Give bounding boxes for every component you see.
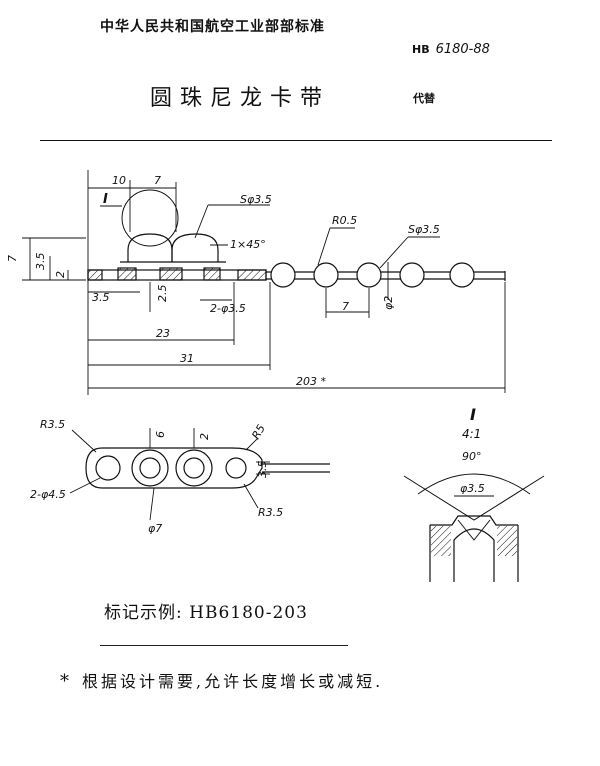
detail-ball: [453, 528, 495, 582]
bead-4: [399, 262, 425, 288]
dim-spacing-7: 7: [342, 300, 349, 313]
standard-code-number: 6180-88: [435, 42, 490, 57]
dim-7-left: 7: [6, 255, 19, 262]
strip-hatch-4: [237, 269, 267, 281]
boss-1: [127, 233, 173, 262]
dim-top-7: 7: [154, 174, 161, 187]
detail-outer: [429, 525, 519, 582]
strip-hatch-1: [117, 267, 137, 281]
detail-view: [403, 473, 545, 582]
holes-4-5-label: 2-φ4.5: [30, 488, 66, 501]
bead-3: [356, 262, 382, 288]
plan-hole-1: [95, 455, 121, 481]
detail-label: I: [470, 405, 476, 424]
dim-23: 23: [156, 327, 170, 340]
dim-31: 31: [180, 352, 194, 365]
radius-3-5-top: R3.5: [40, 418, 65, 431]
plan-boss-1-inner: [139, 457, 161, 479]
footnote: * 根据设计需要,允许长度增长或减短.: [60, 668, 383, 692]
page-title: 圆珠尼龙卡带: [150, 86, 331, 111]
holes-label: 2-φ3.5: [210, 302, 246, 315]
dim-phi2: φ2: [382, 296, 395, 310]
detail-callout: I: [103, 192, 108, 207]
replaces-label: 代替: [413, 92, 435, 105]
detail-angle-lines: [403, 475, 545, 521]
dim-3-5-bottom: 3.5: [92, 291, 110, 304]
sphere-label-1: Sφ3.5: [240, 193, 272, 206]
dim-6: 6: [154, 431, 167, 438]
bead-1: [270, 262, 296, 288]
detail-diameter: φ3.5: [460, 482, 485, 495]
standard-code: HB 6180-88: [412, 42, 490, 57]
dim-3-5-right: 3.5: [256, 461, 269, 479]
plan-view-labels: R3.5 6 2 R5 2-φ4.5 3.5 R3.5 φ7: [30, 418, 283, 535]
dim-2: 2: [198, 433, 211, 440]
plan-outline: [85, 447, 263, 489]
dimension-lines: [22, 170, 506, 395]
radius-3-5-bottom: R3.5: [258, 506, 283, 519]
dim-3-5-left: 3.5: [34, 253, 47, 271]
detail-hatch-right: [497, 526, 517, 556]
dim-2-left: 2: [54, 271, 67, 278]
radius-label: R0.5: [332, 214, 357, 227]
plan-boss-2-inner: [183, 457, 205, 479]
plan-boss-2: [175, 449, 213, 487]
footnote-text: 根据设计需要,允许长度增长或减短.: [82, 672, 384, 691]
detail-scale: 4:1: [462, 427, 481, 441]
detail-cone: [457, 519, 491, 541]
standard-code-prefix: HB: [412, 43, 430, 56]
main-view: [22, 170, 506, 395]
plan-view: [69, 428, 330, 521]
strip-hatch-3: [203, 267, 221, 281]
footnote-marker: *: [60, 671, 72, 692]
dim-top-10: 10: [112, 174, 126, 187]
plan-dimension-lines: [69, 428, 270, 521]
radius-5: R5: [249, 422, 268, 441]
boss-2: [171, 233, 219, 262]
detail-top: [430, 515, 518, 526]
detail-circle: [121, 189, 179, 247]
strip-hatch-2: [159, 267, 183, 281]
dim-203: 203 *: [296, 375, 326, 388]
plan-boss-1: [131, 449, 169, 487]
org-title: 中华人民共和国航空工业部部标准: [100, 19, 325, 35]
example-divider: [100, 645, 348, 646]
main-view-labels: 10 7 I Sφ3.5 1×45° R0.5 Sφ3.5 7 3.5 2 3.…: [6, 174, 440, 388]
header-divider: [40, 140, 552, 141]
dim-2-5: 2.5: [156, 285, 169, 303]
plan-hole-2: [225, 457, 247, 479]
detail-hatch-left: [431, 526, 451, 556]
marking-example: 标记示例: HB6180-203: [104, 603, 308, 623]
sphere-label-2: Sφ3.5: [408, 223, 440, 236]
chamfer-label: 1×45°: [230, 238, 266, 251]
detail-angle: 90°: [462, 450, 482, 463]
dim-phi7: φ7: [148, 522, 162, 535]
detail-angle-arc: [417, 473, 531, 495]
detail-view-labels: I 4:1 90° φ3.5: [460, 405, 485, 495]
bead-2: [313, 262, 339, 288]
bead-5: [449, 262, 475, 288]
strip-hatch-left: [87, 269, 103, 281]
